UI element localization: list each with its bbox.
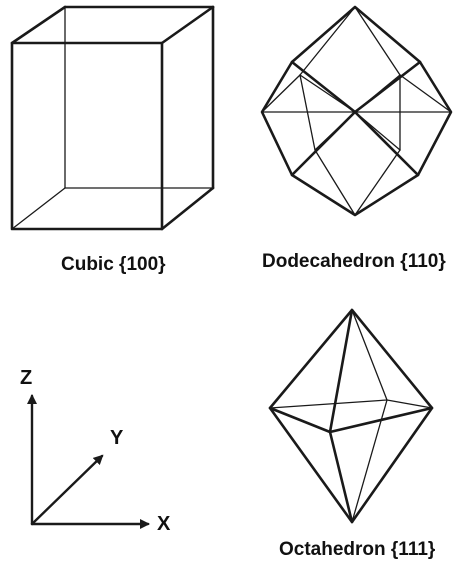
cube-side-edge — [160, 186, 215, 231]
z-axis-label: Z — [20, 367, 33, 389]
octa-outline — [268, 308, 434, 524]
dodecahedron-label: Dodecahedron {110} — [262, 251, 446, 272]
octahedron-crystal — [268, 308, 434, 524]
dodeca-inner-edge — [314, 149, 356, 216]
dodeca-inner-edge — [299, 74, 316, 151]
cube-front-face — [10, 41, 164, 231]
dodeca-inner-edge — [261, 74, 301, 113]
octa-back-edge — [386, 399, 433, 409]
cube-top-edge — [160, 5, 215, 45]
octa-front-edge — [328, 406, 434, 434]
dodeca-front-edge — [290, 60, 357, 114]
cube-top-edge — [10, 5, 67, 45]
octa-front-edge — [268, 406, 332, 434]
cubic-label: Cubic {100} — [61, 254, 166, 275]
octahedron-label: Octahedron {111} — [279, 539, 436, 560]
octa-front-edge — [328, 430, 354, 524]
cubic-crystal — [10, 5, 215, 231]
x-axis-label: X — [157, 513, 171, 535]
octa-front-edge — [328, 308, 354, 434]
dodeca-inner-edge — [354, 6, 401, 76]
dodecahedron-crystal — [260, 5, 453, 217]
dodeca-inner-edge — [399, 74, 452, 113]
y-axis-label: Y — [110, 427, 124, 449]
dodeca-outline — [260, 5, 453, 217]
dodeca-inner-edge — [354, 149, 401, 216]
dodeca-front-edge — [290, 110, 357, 177]
octa-back-edge — [269, 399, 388, 409]
dodeca-front-edge — [353, 110, 420, 177]
octa-back-edge — [351, 399, 388, 523]
coordinate-axes — [27, 394, 150, 529]
dodeca-inner-edge — [299, 6, 356, 76]
octa-back-edge — [351, 309, 388, 401]
cube-back-edge — [11, 187, 66, 230]
dodeca-front-edge — [353, 60, 422, 114]
y-axis-arrow — [30, 454, 104, 526]
